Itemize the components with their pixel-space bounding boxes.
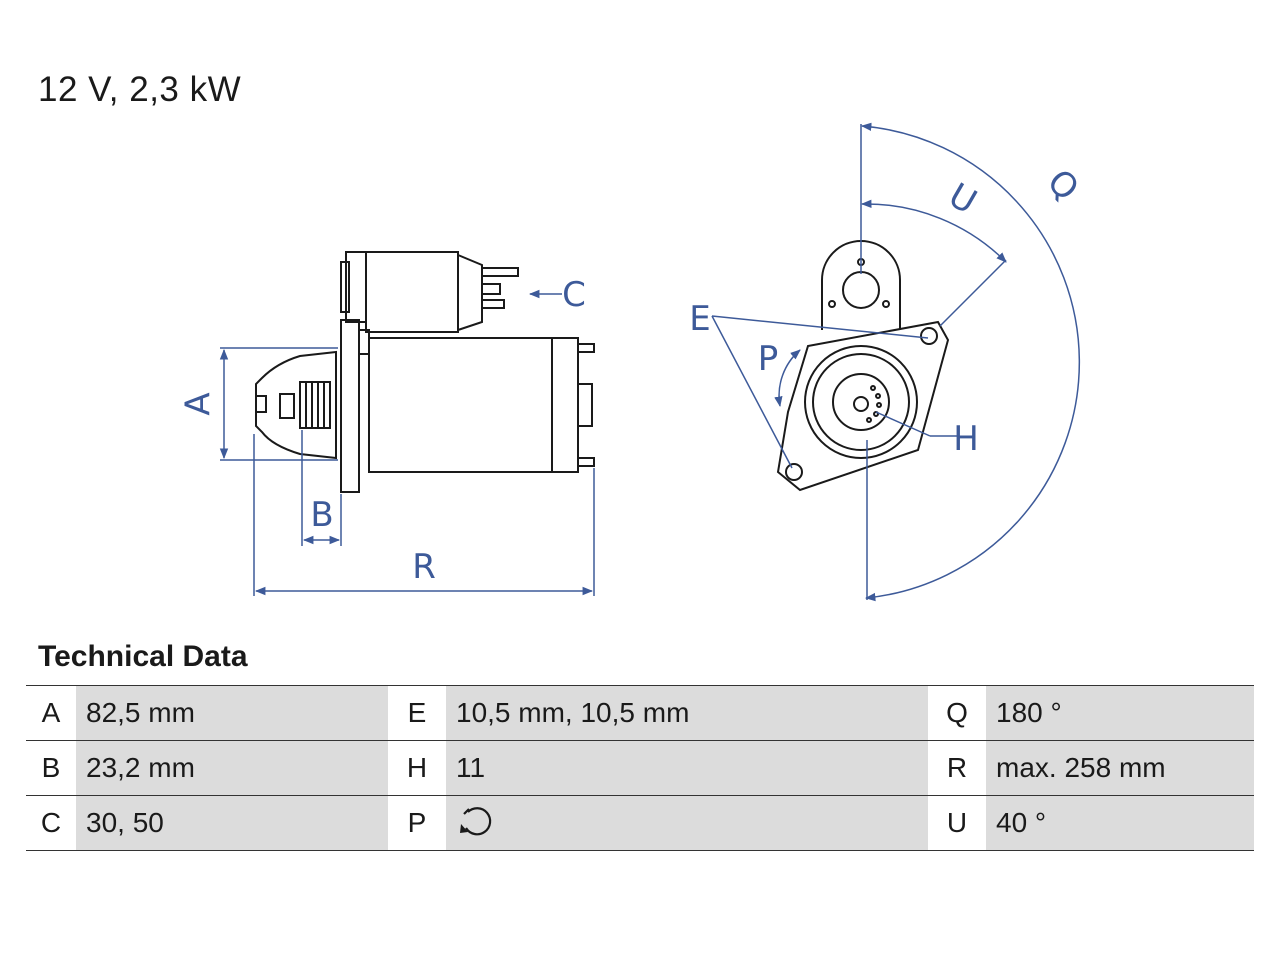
- spec-value-u: 40 °: [986, 795, 1254, 851]
- table-row: A 82,5 mm E 10,5 mm, 10,5 mm Q 180 °: [26, 685, 1254, 741]
- spec-value-p: [446, 795, 928, 851]
- spec-value-e: 10,5 mm, 10,5 mm: [446, 685, 928, 741]
- spec-key-u: U: [928, 795, 986, 851]
- technical-data-table: A 82,5 mm E 10,5 mm, 10,5 mm Q 180 ° B 2…: [26, 685, 1254, 851]
- spec-key-p: P: [388, 795, 446, 851]
- spec-key-h: H: [388, 740, 446, 796]
- spec-value-b: 23,2 mm: [76, 740, 388, 796]
- dim-label-c: C: [562, 275, 586, 315]
- spec-value-q: 180 °: [986, 685, 1254, 741]
- dim-label-e: E: [689, 299, 710, 339]
- spec-key-r: R: [928, 740, 986, 796]
- spec-value-a: 82,5 mm: [76, 685, 388, 741]
- dim-label-a: A: [179, 392, 219, 415]
- side-view: [255, 251, 595, 493]
- spec-value-r: max. 258 mm: [986, 740, 1254, 796]
- table-row: B 23,2 mm H 11 R max. 258 mm: [26, 740, 1254, 796]
- dim-label-h: H: [953, 419, 979, 459]
- starter-motor-diagram: A B R C: [179, 122, 1086, 602]
- spec-key-a: A: [26, 685, 76, 741]
- spec-key-q: Q: [928, 685, 986, 741]
- page-title: 12 V, 2,3 kW: [38, 70, 242, 109]
- rotation-clockwise-icon: [458, 802, 494, 845]
- front-view: [776, 240, 950, 492]
- side-view-dimensions: [219, 289, 595, 596]
- spec-key-c: C: [26, 795, 76, 851]
- dim-label-q: Q: [1039, 162, 1086, 209]
- front-view-dimensions: [711, 122, 1081, 602]
- spec-value-c: 30, 50: [76, 795, 388, 851]
- table-row: C 30, 50 P U 40 °: [26, 795, 1254, 851]
- technical-data-heading: Technical Data: [38, 640, 248, 673]
- spec-value-h: 11: [446, 740, 928, 796]
- dim-label-r: R: [412, 547, 436, 587]
- spec-key-e: E: [388, 685, 446, 741]
- spec-key-b: B: [26, 740, 76, 796]
- dim-label-b: B: [310, 495, 333, 535]
- dim-label-u: U: [942, 176, 984, 223]
- dim-label-p: P: [758, 339, 779, 379]
